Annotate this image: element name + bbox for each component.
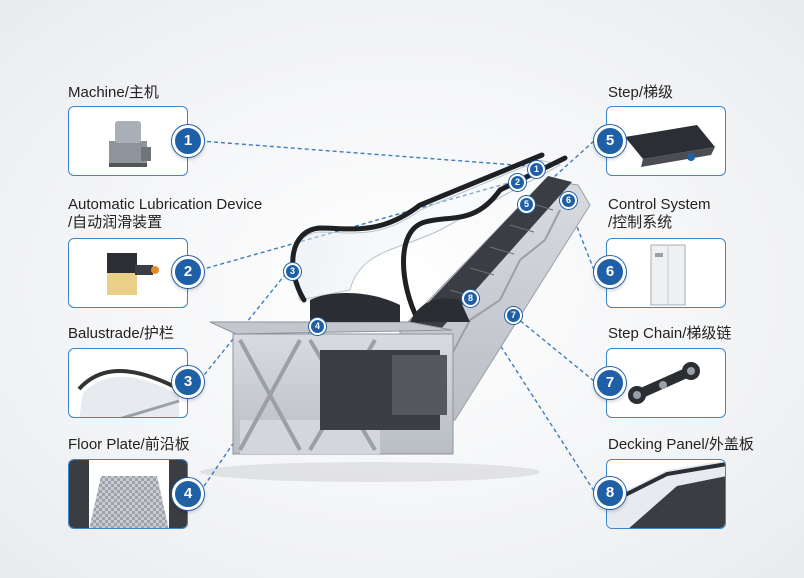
- card-control-system[interactable]: [606, 238, 726, 308]
- badge-1[interactable]: 1: [172, 125, 204, 157]
- decking-panel-icon: [607, 460, 725, 528]
- badge-4[interactable]: 4: [172, 478, 204, 510]
- label-floor-plate: Floor Plate/前沿板: [68, 436, 190, 453]
- marker-5[interactable]: 5: [518, 196, 535, 213]
- lubrication-pump-icon: [107, 253, 159, 295]
- label-control-system: Control System /控制系统: [608, 196, 711, 231]
- leader-line-1: [199, 140, 529, 167]
- newel-right: [410, 298, 470, 322]
- leader-line-2: [199, 181, 513, 271]
- label-lubrication: Automatic Lubrication Device /自动润滑装置: [68, 196, 263, 231]
- handrail-right: [401, 155, 568, 323]
- marker-2[interactable]: 2: [509, 174, 526, 191]
- marker-8[interactable]: 8: [462, 290, 479, 307]
- card-step-chain[interactable]: [606, 348, 726, 418]
- card-step[interactable]: [606, 106, 726, 176]
- machine-motor-icon: [109, 121, 151, 167]
- step-band: [410, 176, 572, 330]
- marker-3[interactable]: 3: [284, 263, 301, 280]
- step-icon: [625, 125, 715, 167]
- badge-8[interactable]: 8: [594, 477, 626, 509]
- badge-5[interactable]: 5: [594, 125, 626, 157]
- label-balustrade: Balustrade/护栏: [68, 325, 174, 342]
- step-chain-icon: [628, 362, 700, 404]
- card-lubrication[interactable]: [68, 238, 188, 308]
- badge-3[interactable]: 3: [172, 366, 204, 398]
- card-balustrade[interactable]: [68, 348, 188, 418]
- card-machine[interactable]: [68, 106, 188, 176]
- leader-line-7: [511, 313, 595, 382]
- floor-plate-icon: [69, 460, 187, 528]
- marker-1[interactable]: 1: [528, 161, 545, 178]
- badge-7[interactable]: 7: [594, 367, 626, 399]
- marker-7[interactable]: 7: [505, 307, 522, 324]
- card-decking-panel[interactable]: [606, 459, 726, 529]
- label-machine: Machine/主机: [68, 84, 159, 101]
- balustrade-icon: [77, 369, 180, 417]
- label-step-chain: Step Chain/梯级链: [608, 325, 732, 342]
- marker-6[interactable]: 6: [560, 192, 577, 209]
- marker-4[interactable]: 4: [309, 318, 326, 335]
- label-decking-panel: Decking Panel/外盖板: [608, 436, 754, 453]
- ground-shadow: [200, 462, 540, 482]
- badge-2[interactable]: 2: [172, 256, 204, 288]
- control-cabinet-icon: [650, 244, 686, 306]
- label-step: Step/梯级: [608, 84, 674, 101]
- newel-left: [310, 293, 400, 322]
- card-floor-plate[interactable]: [68, 459, 188, 529]
- badge-6[interactable]: 6: [594, 256, 626, 288]
